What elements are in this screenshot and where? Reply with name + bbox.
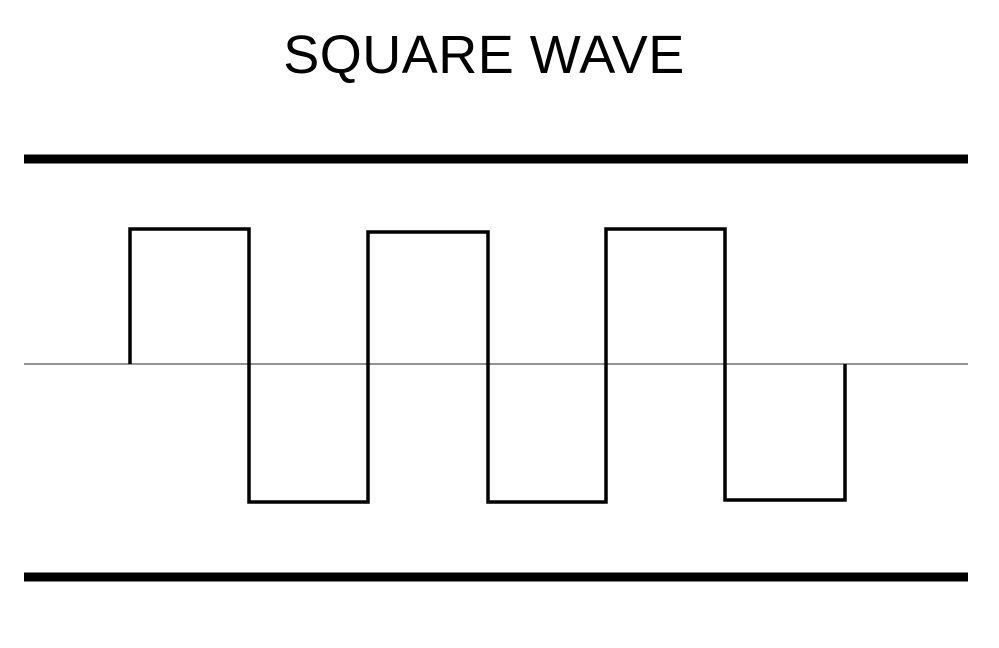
diagram-title: SQUARE WAVE [283, 25, 685, 85]
square-wave-trace [128, 227, 847, 504]
